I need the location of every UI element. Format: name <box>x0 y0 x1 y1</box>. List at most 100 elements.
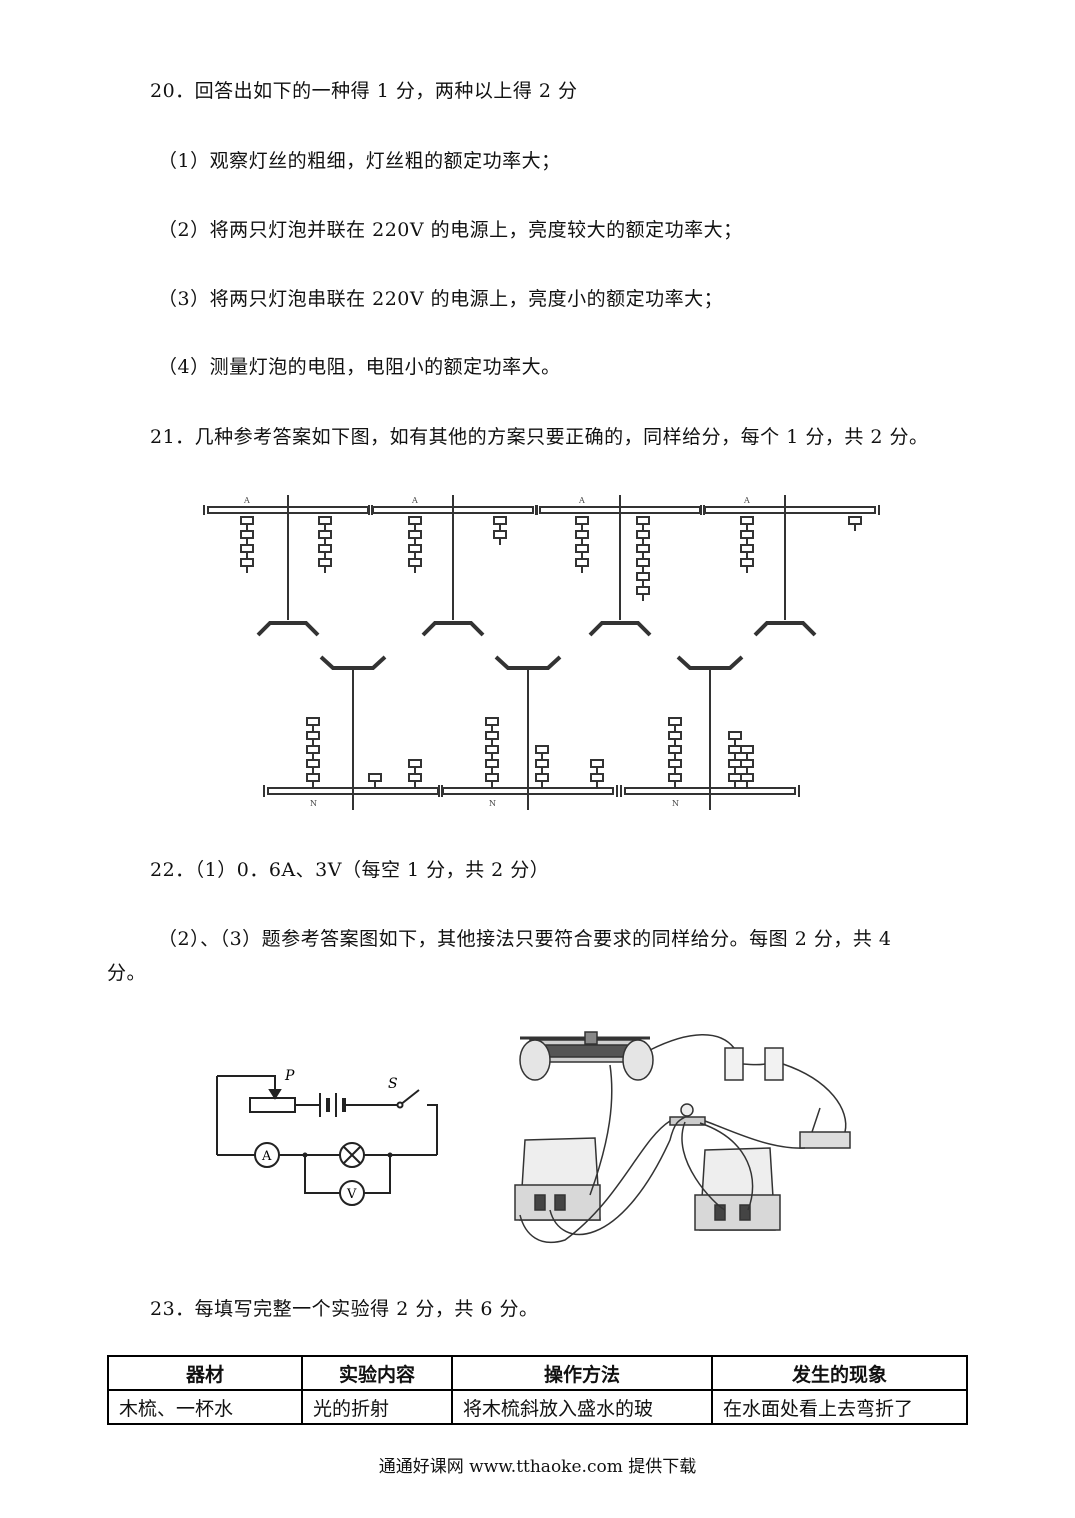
q23-header: 23．每填写完整一个实验得 2 分，共 6 分。 <box>150 1298 539 1320</box>
switch-label: S <box>388 1076 398 1092</box>
hook-weight <box>535 745 549 754</box>
hook-weight <box>485 731 499 740</box>
q20-item-1: （1）观察灯丝的粗细，灯丝粗的额定功率大； <box>158 150 561 172</box>
lever-base <box>256 621 320 637</box>
hook-weight <box>306 731 320 740</box>
hook-weight <box>740 759 754 768</box>
table-header-cell: 操作方法 <box>451 1355 713 1391</box>
hook-weight <box>408 544 422 553</box>
lever-base <box>676 655 744 670</box>
hook-weight <box>668 717 682 726</box>
hook-weight <box>728 773 742 782</box>
hook-weight <box>240 530 254 539</box>
hook-weight <box>636 530 650 539</box>
hook-weight <box>318 530 332 539</box>
experiment-table: 器材 实验内容 操作方法 发生的现象 木梳、一杯水 光的折射 将木梳斜放入盛水的… <box>107 1355 968 1425</box>
lever-base <box>319 655 387 670</box>
hook-weight <box>728 731 742 740</box>
hook-weight <box>535 759 549 768</box>
hook-weight <box>740 516 754 525</box>
hook-weight <box>493 530 507 539</box>
hook-weight <box>306 759 320 768</box>
hook-weight <box>485 773 499 782</box>
svg-text:N: N <box>310 799 317 808</box>
table-cell: 在水面处看上去弯折了 <box>711 1389 968 1425</box>
hook-weight <box>485 745 499 754</box>
q22-line-1: 22．（1）0．6A、3V（每空 1 分，共 2 分） <box>150 859 550 881</box>
hook-weight <box>740 773 754 782</box>
hook-weight <box>575 558 589 567</box>
hook-weight <box>848 516 862 525</box>
q20-header: 20．回答出如下的一种得 1 分，两种以上得 2 分 <box>150 80 578 102</box>
lever-base <box>753 621 817 637</box>
lever-base <box>588 621 652 637</box>
hook-weight <box>535 773 549 782</box>
q22-line-3: 分。 <box>107 962 147 984</box>
hook-weight <box>306 745 320 754</box>
table-row: 木梳、一杯水 光的折射 将木梳斜放入盛水的玻 在水面处看上去弯折了 <box>107 1389 968 1425</box>
hook-weight <box>485 717 499 726</box>
hook-weight <box>668 773 682 782</box>
hook-weight <box>318 558 332 567</box>
circuit-schematic: P S A V <box>216 1068 438 1206</box>
table-header-row: 器材 实验内容 操作方法 发生的现象 <box>107 1355 968 1391</box>
hook-weight <box>636 572 650 581</box>
q22-line-2: （2）、（3）题参考答案图如下，其他接法只要符合要求的同样给分。每图 2 分，共… <box>158 928 892 950</box>
hook-weight <box>575 530 589 539</box>
hook-weight <box>575 516 589 525</box>
hook-weight <box>240 558 254 567</box>
table-cell: 木梳、一杯水 <box>107 1389 303 1425</box>
hook-weight <box>728 745 742 754</box>
slider-label: P <box>284 1068 295 1084</box>
svg-text:A: A <box>243 496 250 505</box>
hook-weight <box>493 516 507 525</box>
hook-weight <box>740 530 754 539</box>
hook-weight <box>408 773 422 782</box>
svg-text:A: A <box>743 496 750 505</box>
hook-weight <box>318 544 332 553</box>
lever-base <box>494 655 562 670</box>
hook-weight <box>636 558 650 567</box>
hook-weight <box>368 773 382 782</box>
hook-weight <box>408 759 422 768</box>
hook-weight <box>575 544 589 553</box>
hook-weight <box>306 773 320 782</box>
hook-weight <box>636 544 650 553</box>
table-cell: 将木梳斜放入盛水的玻 <box>451 1389 713 1425</box>
q20-item-3: （3）将两只灯泡串联在 220V 的电源上，亮度小的额定功率大； <box>158 288 724 310</box>
hook-weight <box>240 544 254 553</box>
hook-weight <box>408 516 422 525</box>
svg-text:A: A <box>411 496 418 505</box>
hook-weight <box>408 530 422 539</box>
lever-balance-figures: A A A A N N N <box>203 495 880 810</box>
lever-beam <box>704 506 876 514</box>
hook-weight <box>240 516 254 525</box>
q21-header: 21．几种参考答案如下图，如有其他的方案只要正确的，同样给分，每个 1 分，共 … <box>150 426 929 448</box>
table-header-cell: 实验内容 <box>301 1355 453 1391</box>
svg-text:N: N <box>489 799 496 808</box>
hook-weight <box>590 759 604 768</box>
lever-base <box>421 621 485 637</box>
hook-weight <box>306 717 320 726</box>
voltmeter-label: V <box>346 1187 357 1202</box>
hook-weight <box>485 759 499 768</box>
table-cell: 光的折射 <box>301 1389 453 1425</box>
hook-weight <box>590 773 604 782</box>
hook-weight <box>408 558 422 567</box>
hook-weight <box>318 516 332 525</box>
page-footer: 通通好课网 www.tthaoke.com 提供下载 <box>378 1457 697 1477</box>
ammeter-label: A <box>261 1149 272 1164</box>
q20-item-2: （2）将两只灯泡并联在 220V 的电源上，亮度较大的额定功率大； <box>158 219 743 241</box>
q20-item-4: （4）测量灯泡的电阻，电阻小的额定功率大。 <box>158 356 561 378</box>
hook-weight <box>728 759 742 768</box>
table-header-cell: 发生的现象 <box>711 1355 968 1391</box>
hook-weight <box>740 745 754 754</box>
svg-text:A: A <box>578 496 585 505</box>
apparatus-drawing <box>514 1031 851 1244</box>
hook-weight <box>636 586 650 595</box>
svg-text:N: N <box>672 799 679 808</box>
table-header-cell: 器材 <box>107 1355 303 1391</box>
hook-weight <box>636 516 650 525</box>
hook-weight <box>740 558 754 567</box>
hook-weight <box>668 731 682 740</box>
